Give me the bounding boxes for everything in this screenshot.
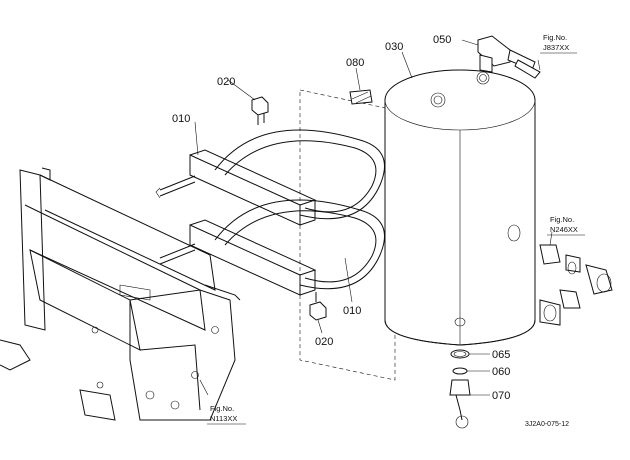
part-label-080: 080	[346, 57, 364, 69]
bolt-020-bottom	[309, 292, 327, 321]
fig-ref-top-number: J837XX	[543, 43, 569, 52]
part-label-030: 030	[385, 41, 403, 53]
bolt-020-top	[251, 96, 269, 125]
fig-ref-mid: Fig.No. N246XX	[547, 215, 585, 236]
fig-ref-mid-number: N246XX	[550, 225, 578, 234]
fig-ref-bottom-number: N113XX	[210, 414, 237, 423]
drain-cock-070	[449, 379, 471, 429]
fig-ref-top: Fig.No. J837XX	[540, 33, 577, 54]
part-label-065: 065	[492, 349, 510, 361]
part-label-050: 050	[433, 34, 451, 46]
lower-strap	[159, 199, 385, 321]
part-label-010-bottom: 010	[343, 305, 361, 317]
label-plate-080	[349, 89, 373, 105]
part-label-070: 070	[492, 390, 510, 402]
fig-ref-bottom: Fig.No. N113XX	[207, 404, 246, 425]
upper-strap	[155, 96, 385, 226]
part-label-010-top: 010	[172, 113, 190, 125]
part-label-020-bottom: 020	[315, 336, 333, 348]
part-label-060: 060	[492, 366, 510, 378]
drawing-code: 3J2A0-075-12	[525, 421, 569, 428]
side-fittings	[539, 244, 613, 326]
frame-bracket	[0, 167, 241, 421]
leader-lines	[194, 39, 553, 396]
o-ring-060	[452, 367, 468, 375]
elbow-fitting-050	[477, 35, 541, 79]
fig-ref-top-caption: Fig.No.	[543, 33, 567, 42]
o-ring-065	[450, 349, 470, 359]
fig-ref-mid-caption: Fig.No.	[550, 215, 574, 224]
part-label-020-top: 020	[217, 76, 235, 88]
fig-ref-bottom-caption: Fig.No.	[210, 404, 234, 413]
air-tank-030	[384, 69, 536, 346]
